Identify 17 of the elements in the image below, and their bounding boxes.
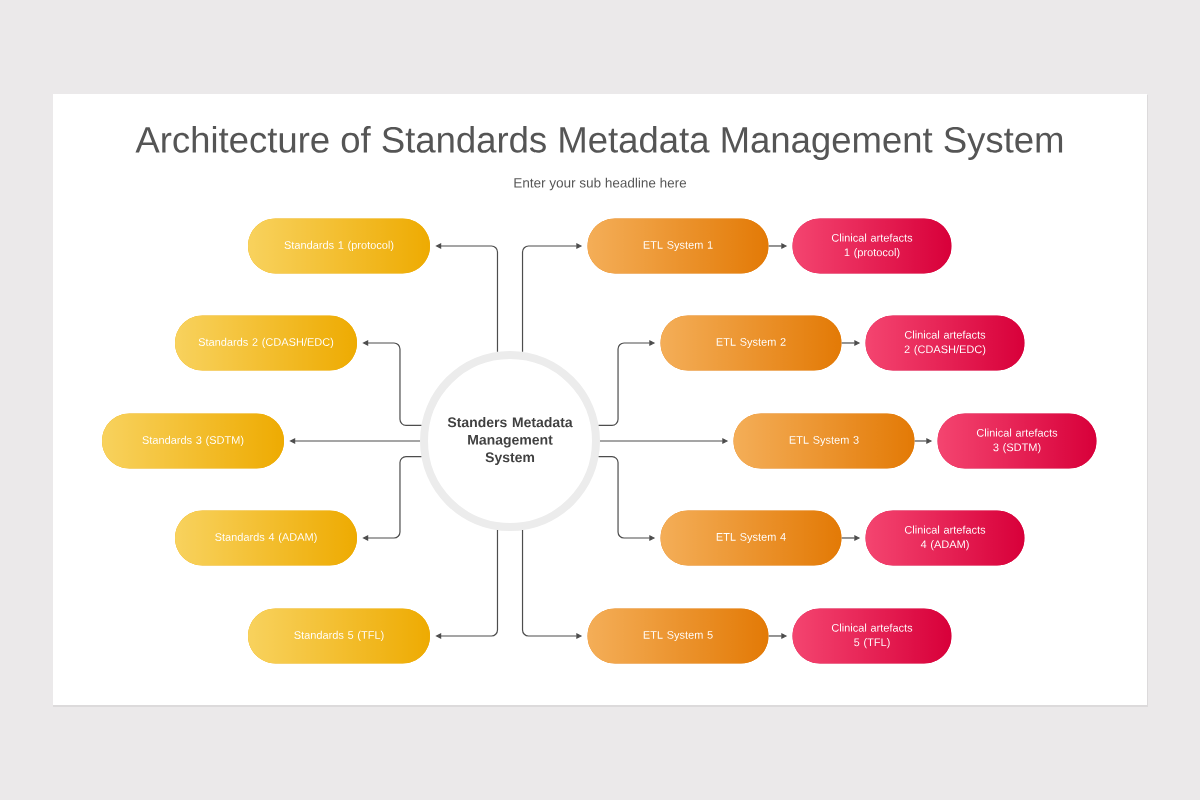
artefact-pill: Clinical artefacts 3 (SDTM) [937,413,1097,469]
artefact-pill: Clinical artefacts 5 (TFL) [792,608,952,664]
etl-pill: ETL System 1 [587,218,769,274]
etl-pill: ETL System 3 [733,413,915,469]
etl-pill: ETL System 4 [660,510,842,566]
title: Architecture of Standards Metadata Management System [135,126,1063,160]
standard-pill: Standards 1 (protocol) [248,218,430,274]
standard-pill: Standards 3 (SDTM) [102,413,284,469]
artefact-pill: Clinical artefacts 1 (protocol) [792,218,952,274]
standard-pill: Standards 2 (CDASH/EDC) [175,315,357,371]
artefact-pill: Clinical artefacts 2 (CDASH/EDC) [865,315,1025,371]
artefact-pill: Clinical artefacts 4 (ADAM) [865,510,1025,566]
subtitle: Enter your sub headline here [514,177,687,191]
standard-pill: Standards 5 (TFL) [248,608,430,664]
etl-pill: ETL System 2 [660,315,842,371]
standard-pill: Standards 4 (ADAM) [175,510,357,566]
etl-pill: ETL System 5 [587,608,769,664]
